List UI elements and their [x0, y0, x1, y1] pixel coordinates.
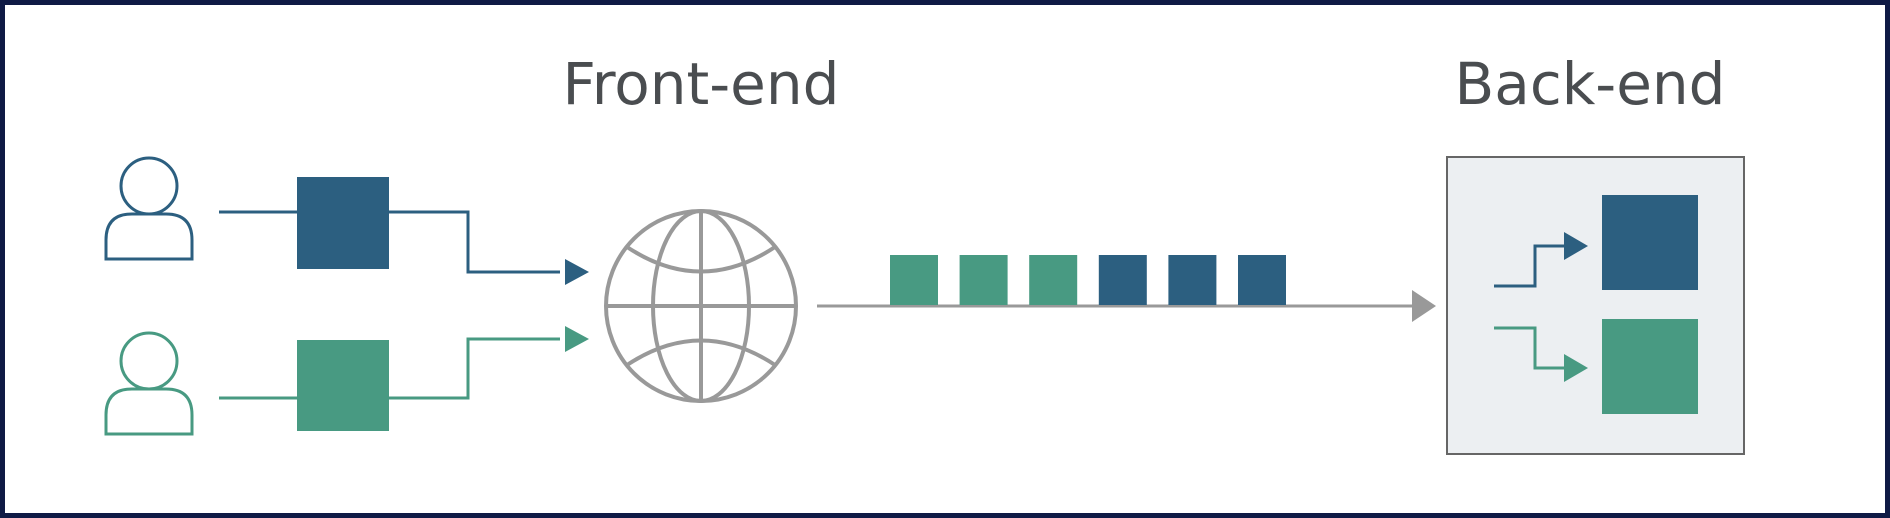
- user-icon: [104, 331, 194, 436]
- request-line-top: [219, 210, 560, 274]
- arrowhead-icon: [565, 259, 589, 285]
- arrowhead-icon: [1564, 354, 1588, 382]
- backend-heading: Back-end: [1455, 50, 1726, 118]
- arrowhead-icon: [1412, 290, 1436, 322]
- queue-packet: [890, 255, 938, 305]
- user-icon: [104, 156, 194, 261]
- request-block-bottom: [297, 340, 389, 431]
- backend-panel: [1446, 156, 1745, 455]
- queue-packet: [959, 255, 1008, 305]
- arrowhead-icon: [565, 326, 589, 352]
- route-line-green: [1494, 326, 1565, 370]
- service-block-green: [1602, 319, 1698, 414]
- packet-queue: [890, 255, 1286, 305]
- frontend-heading: Front-end: [563, 50, 840, 118]
- queue-packet: [1238, 255, 1286, 305]
- request-line-bottom: [219, 337, 560, 400]
- request-block-top: [297, 177, 389, 269]
- queue-packet: [1168, 255, 1217, 305]
- queue-packet: [1098, 255, 1147, 305]
- queue-packet: [1029, 255, 1078, 305]
- globe-icon: [604, 209, 798, 403]
- service-block-blue: [1602, 195, 1698, 290]
- route-line-blue: [1494, 244, 1565, 288]
- arrowhead-icon: [1564, 232, 1588, 260]
